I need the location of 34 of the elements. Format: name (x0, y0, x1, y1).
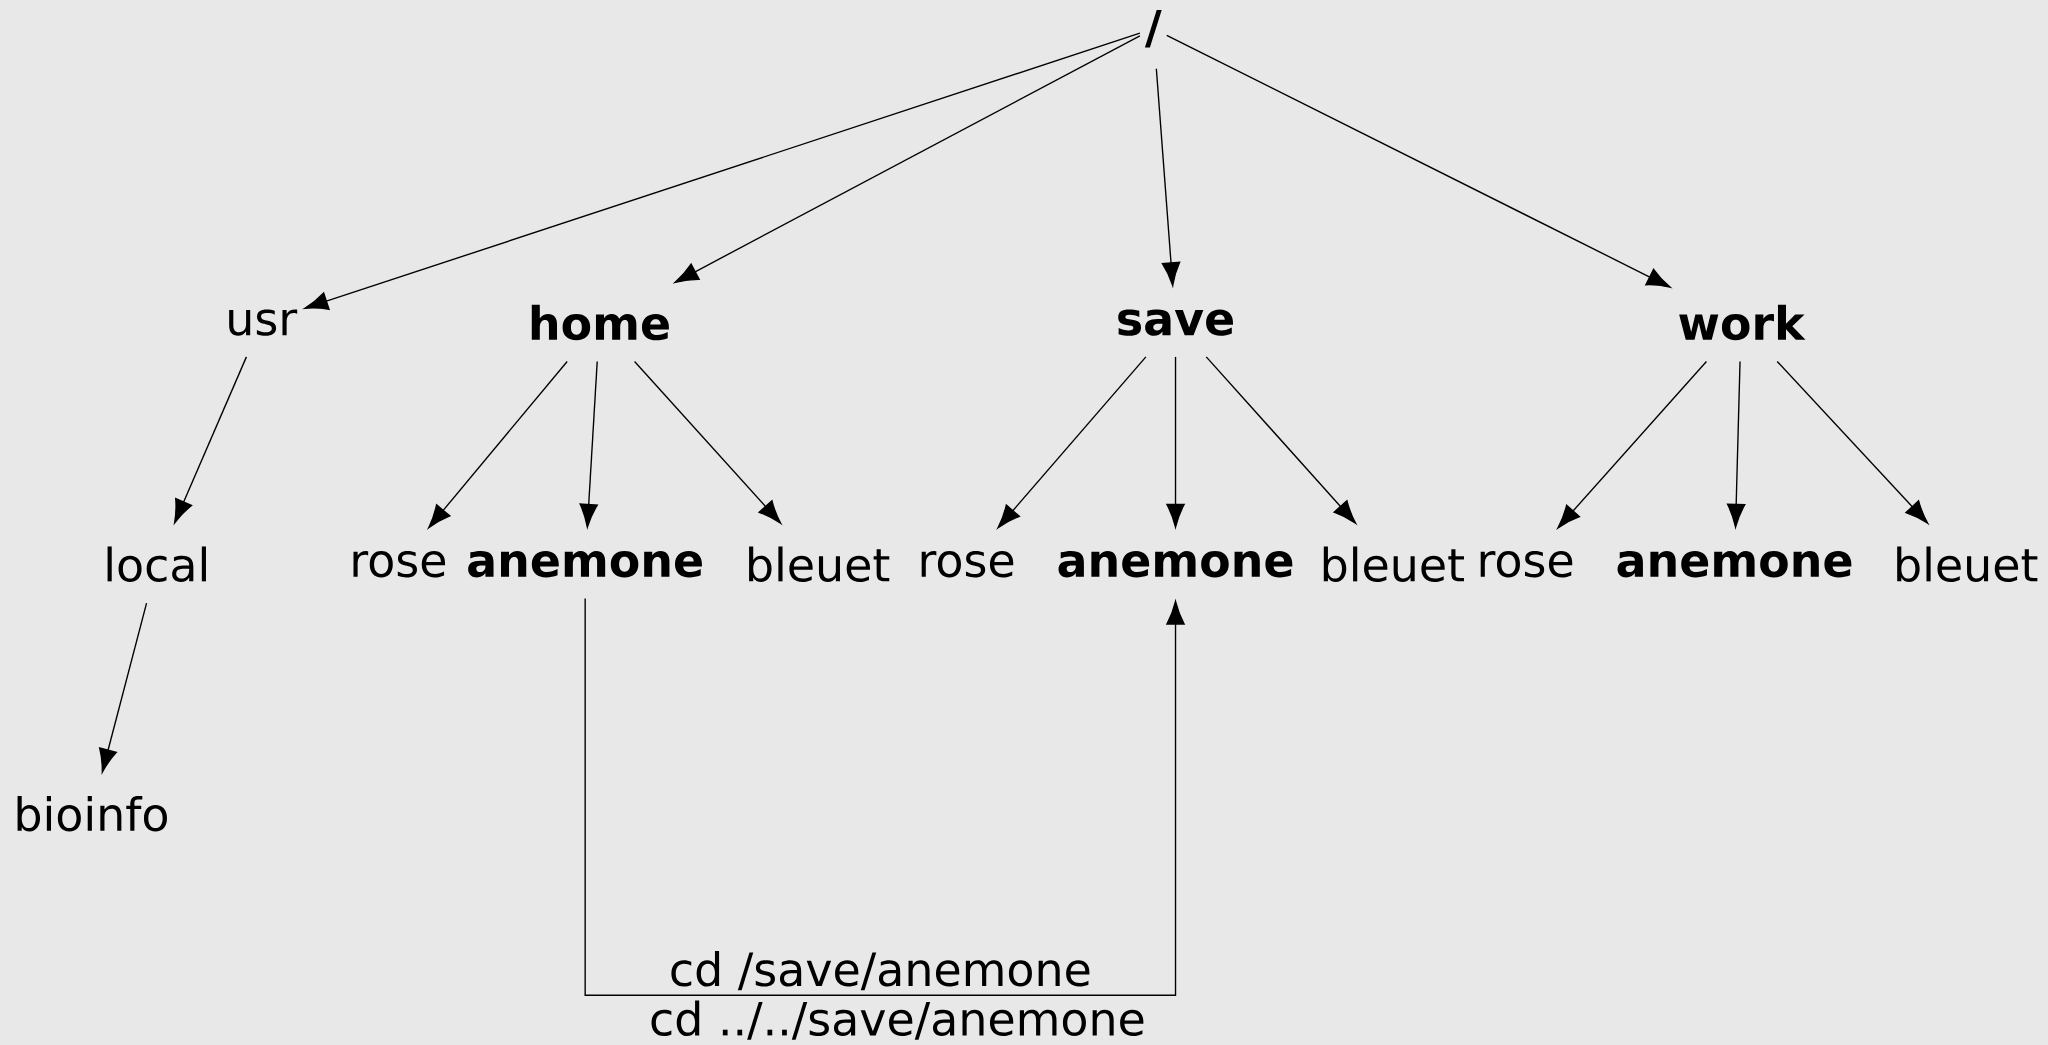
folder-label: rose (1480, 551, 1573, 578)
arrow (1166, 34, 1671, 288)
arrow (1166, 356, 1185, 528)
command-label: cd ../../save/anemone (651, 1000, 1144, 1040)
edge-label: cd /save/anemone (671, 951, 1090, 991)
folder-label: bleuet (749, 546, 890, 583)
folder-label: usr (229, 309, 298, 336)
root-label: / (1144, 9, 1162, 48)
folder-label: save (1118, 309, 1233, 336)
folder-label: work (1679, 304, 1806, 341)
folder-label: local (107, 546, 206, 583)
arrow (1776, 360, 1929, 524)
folder-label: rose (921, 551, 1014, 578)
arrow (1155, 68, 1181, 287)
folder-label: bleuet (1323, 546, 1464, 583)
folder-label: home (531, 304, 669, 341)
folder-label: anemone (468, 551, 702, 578)
arrow (99, 602, 148, 773)
arrow (997, 356, 1147, 529)
folder-label: anemone (1058, 551, 1293, 578)
arrow (674, 35, 1141, 284)
path-arrow (584, 597, 1185, 996)
folder-label: anemone (1617, 551, 1852, 578)
folder-label: rose (353, 551, 446, 578)
arrow (174, 356, 248, 524)
arrow (579, 360, 598, 528)
arrow (1557, 360, 1708, 529)
arrow (1205, 356, 1357, 524)
arrow (1726, 360, 1746, 528)
folder-label: bleuet (1897, 546, 2038, 583)
arrow (428, 360, 568, 529)
folder-label: bioinfo (17, 796, 167, 832)
arrow (304, 32, 1141, 311)
arrow (633, 360, 782, 524)
